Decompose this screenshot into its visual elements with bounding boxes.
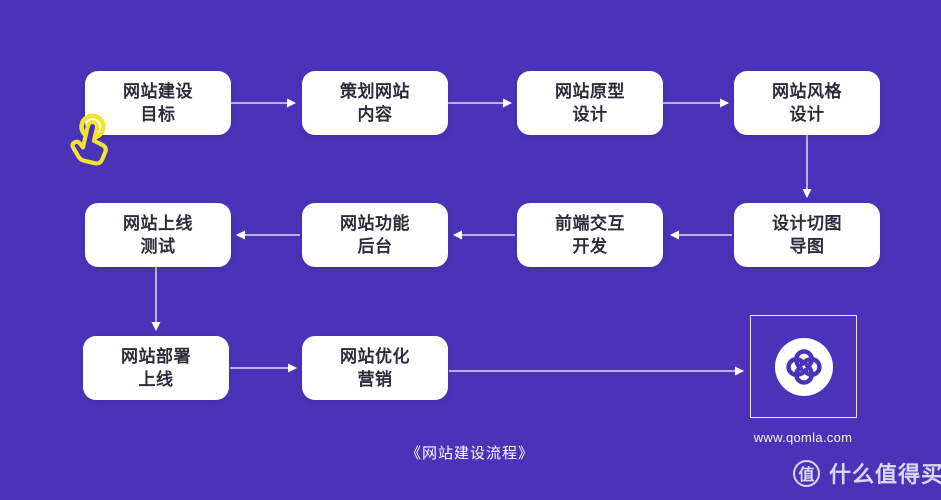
node-launch-testing: 网站上线 测试 [85,203,231,267]
tap-gesture-hand-icon [70,113,108,166]
watermark-text: 什么值得买 [829,462,941,487]
node-frontend-dev: 前端交互 开发 [517,203,663,267]
watermark: 值 什么值得买 [793,457,941,489]
node-prototype-design: 网站原型 设计 [517,71,663,135]
node-design-slicing: 设计切图 导图 [734,203,880,267]
node-optimize-marketing: 网站优化 营销 [302,336,448,400]
flowchart-caption: 《网站建设流程》 [405,445,535,462]
node-deploy-online: 网站部署 上线 [83,336,229,400]
node-style-design: 网站风格 设计 [734,71,880,135]
node-function-backend: 网站功能 后台 [302,203,448,267]
smzdm-badge-icon: 值 [793,459,820,487]
node-plan-content: 策划网站 内容 [302,71,448,135]
logo-circle [774,337,833,396]
qomla-knot-logo-icon [785,348,822,385]
logo-frame [750,315,857,418]
logo-url-text: www.qomla.com [753,430,853,445]
node-website-goal: 网站建设 目标 [85,71,231,135]
